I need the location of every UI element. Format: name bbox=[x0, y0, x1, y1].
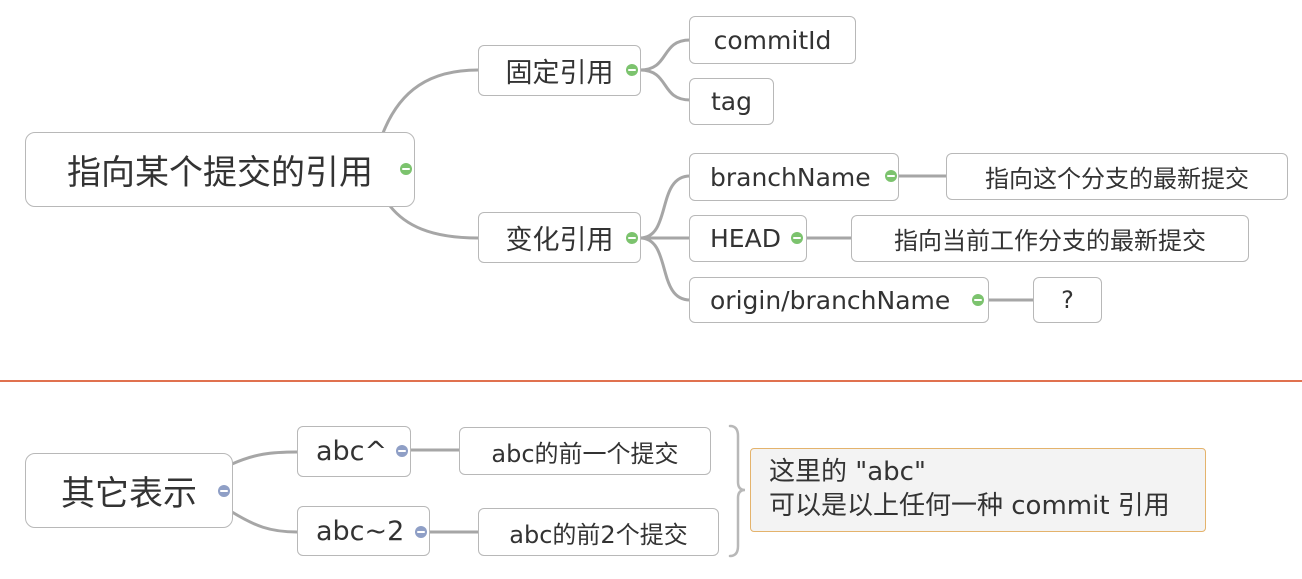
collapse-toggle-abc-caret[interactable] bbox=[396, 445, 408, 457]
collapse-toggle-head[interactable] bbox=[791, 232, 803, 244]
branch-node-label: 变化引用 bbox=[505, 225, 614, 256]
collapse-toggle-other-notations[interactable] bbox=[218, 485, 230, 497]
summary-callout[interactable]: 这里的 "abc" 可以是以上任何一种 commit 引用 bbox=[750, 448, 1206, 532]
leaf-node-commitid[interactable]: commitId bbox=[689, 16, 856, 64]
collapse-toggle-changing[interactable] bbox=[626, 232, 638, 244]
collapse-toggle-origin-branchname[interactable] bbox=[972, 294, 984, 306]
note-node-head[interactable]: 指向当前工作分支的最新提交 bbox=[851, 215, 1249, 262]
connector-fixed-tag bbox=[638, 68, 692, 102]
collapse-toggle-root[interactable] bbox=[400, 163, 412, 175]
callout-line-2: 可以是以上任何一种 commit 引用 bbox=[769, 491, 1170, 521]
collapse-toggle-branchname[interactable] bbox=[885, 170, 897, 182]
branch-node-changing-references[interactable]: 变化引用 bbox=[478, 212, 641, 263]
leaf-node-origin-branchname[interactable]: origin/branchName bbox=[689, 277, 989, 323]
note-node-label: abc的前2个提交 bbox=[509, 520, 688, 549]
note-node-label: 指向当前工作分支的最新提交 bbox=[894, 227, 1206, 255]
branch-node-label: abc~2 bbox=[316, 515, 405, 547]
collapse-toggle-fixed[interactable] bbox=[626, 64, 638, 76]
leaf-node-tag[interactable]: tag bbox=[689, 78, 774, 125]
summary-brace bbox=[728, 424, 746, 558]
note-node-branchname[interactable]: 指向这个分支的最新提交 bbox=[946, 153, 1288, 200]
note-node-label: abc的前一个提交 bbox=[491, 439, 679, 468]
connector-changing-origin bbox=[638, 236, 692, 302]
branch-node-label: 固定引用 bbox=[505, 58, 614, 89]
branch-node-abc-tilde[interactable]: abc~2 bbox=[297, 506, 430, 556]
root-node-other-notations[interactable]: 其它表示 bbox=[25, 453, 233, 528]
section-separator bbox=[0, 380, 1302, 382]
root-node-label: 指向某个提交的引用 bbox=[67, 153, 373, 193]
leaf-node-label: origin/branchName bbox=[710, 285, 951, 315]
branch-node-fixed-references[interactable]: 固定引用 bbox=[478, 45, 641, 96]
root-node-label: 其它表示 bbox=[61, 474, 197, 514]
leaf-node-label: commitId bbox=[713, 25, 832, 55]
connector-root2-abc-tilde bbox=[230, 510, 299, 534]
note-node-abc-caret[interactable]: abc的前一个提交 bbox=[459, 427, 711, 475]
connector-fixed-commitid bbox=[638, 38, 692, 72]
collapse-toggle-abc-tilde[interactable] bbox=[415, 526, 427, 538]
branch-node-abc-caret[interactable]: abc^ bbox=[297, 426, 411, 477]
leaf-node-head[interactable]: HEAD bbox=[689, 215, 807, 262]
connector-changing-branchname bbox=[638, 174, 692, 240]
note-node-abc-tilde[interactable]: abc的前2个提交 bbox=[478, 508, 719, 556]
connector-root-fixed bbox=[381, 68, 480, 135]
root-node-commit-references[interactable]: 指向某个提交的引用 bbox=[25, 132, 415, 207]
connector-root2-abc-caret bbox=[230, 450, 299, 466]
callout-line-1: 这里的 "abc" bbox=[769, 457, 926, 487]
note-node-origin-branchname[interactable]: ? bbox=[1033, 277, 1102, 323]
leaf-node-label: HEAD bbox=[710, 224, 781, 253]
note-node-label: 指向这个分支的最新提交 bbox=[985, 165, 1249, 193]
leaf-node-branchname[interactable]: branchName bbox=[689, 153, 899, 201]
branch-node-label: abc^ bbox=[316, 436, 388, 467]
leaf-node-label: tag bbox=[711, 87, 752, 116]
note-node-label: ? bbox=[1061, 286, 1074, 314]
leaf-node-label: branchName bbox=[710, 162, 871, 192]
connector-root-changing bbox=[388, 204, 480, 240]
